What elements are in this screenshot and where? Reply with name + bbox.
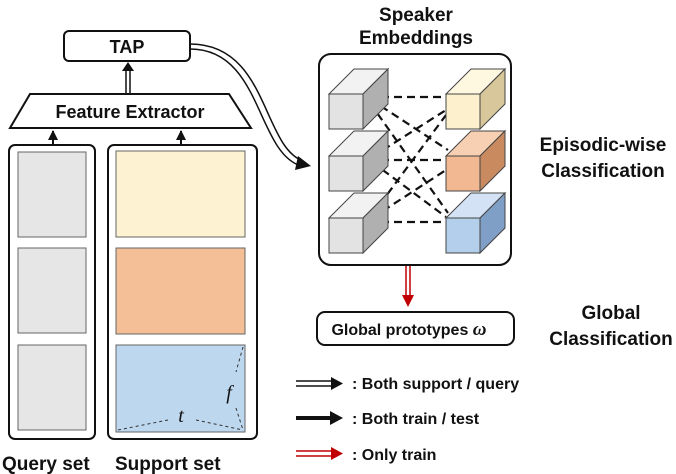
support-embedding-cube-3 [444, 191, 507, 255]
support-set-label: Support set [115, 454, 221, 474]
support-embedding-cube-2 [444, 129, 507, 193]
episodic-classification-label-1: Episodic-wise [540, 135, 667, 156]
tap-box: TAP [63, 30, 191, 62]
query-block [17, 344, 87, 431]
embeddings-to-prototypes-arrow [402, 266, 414, 307]
episodic-classification-label-2: Classification [541, 161, 665, 182]
feature-extractor-label: Feature Extractor [55, 102, 204, 122]
query-block [17, 247, 87, 334]
legend-item-label: : Only train [352, 447, 436, 464]
legend-single-black-arrow [296, 411, 343, 425]
support-block-1 [115, 150, 246, 238]
support-set-panel: t f [107, 144, 258, 440]
support-block-2 [115, 247, 246, 335]
speaker-embeddings-label-1: Speaker [379, 5, 454, 26]
time-axis-label: t [178, 405, 184, 427]
legend-item-label: : Both support / query [352, 376, 519, 393]
global-prototypes-box: Global prototypes ω [316, 311, 515, 346]
query-embedding-cube [327, 191, 390, 255]
query-embedding-cube [327, 67, 390, 131]
global-classification-label-2: Classification [549, 329, 673, 350]
tap-to-embeddings-arrow [189, 43, 304, 167]
speaker-embeddings-label-2: Embeddings [359, 28, 473, 49]
feature-extractor-box: Feature Extractor [8, 93, 253, 129]
support-embedding-cube-1 [444, 67, 507, 131]
legend: : Both support / query : Both train / te… [296, 376, 519, 464]
legend-double-black-arrow [296, 377, 343, 390]
legend-item-label: : Both train / test [352, 411, 480, 428]
query-embedding-cube [327, 129, 390, 193]
query-set-label: Query set [2, 454, 90, 474]
spectrogram-axis-hints [117, 346, 244, 431]
legend-double-red-arrow [296, 447, 343, 460]
global-prototypes-label: Global prototypes ω [331, 319, 486, 340]
tap-label: TAP [110, 37, 145, 57]
support-block-3 [115, 344, 246, 433]
freq-axis-label: f [226, 382, 234, 404]
query-block [17, 151, 87, 238]
global-classification-label-1: Global [581, 303, 640, 324]
fe-to-tap-arrow [122, 62, 134, 94]
tap-to-embeddings-arrowhead [295, 156, 311, 170]
query-set-panel [8, 144, 96, 440]
